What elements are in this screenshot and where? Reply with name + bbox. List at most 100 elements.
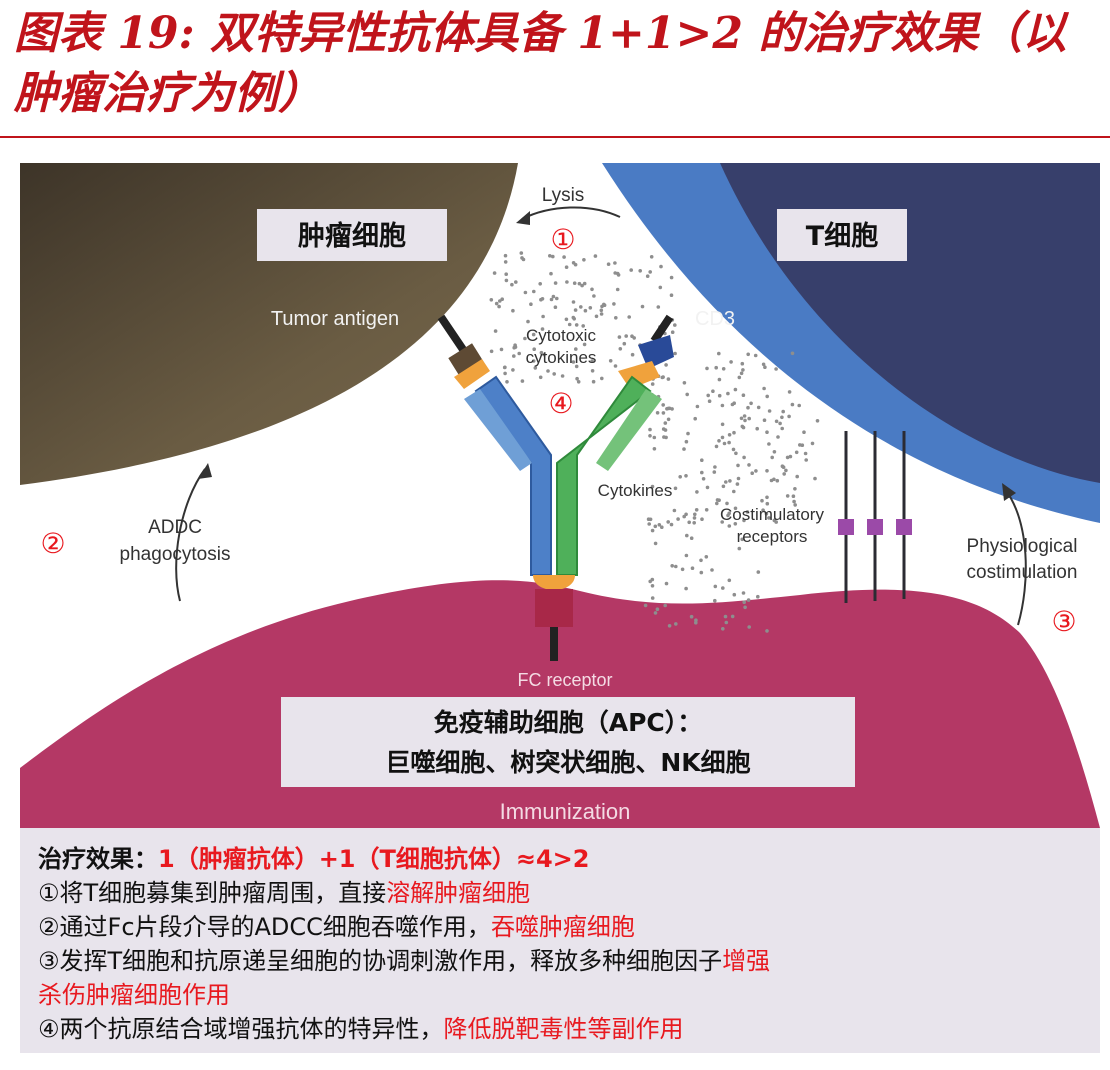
cytokine-dot bbox=[695, 404, 700, 409]
cytokine-dot bbox=[810, 441, 815, 446]
tumor-antigen-label: Tumor antigen bbox=[271, 308, 399, 330]
cytokine-dot bbox=[608, 359, 613, 363]
cytokine-dot bbox=[746, 352, 750, 357]
tumor-cell-label: 肿瘤细胞 bbox=[298, 220, 406, 252]
cytokine-dot bbox=[727, 524, 732, 528]
cytokine-dot bbox=[591, 379, 596, 384]
cytokine-dot bbox=[526, 319, 530, 324]
cytokine-dot bbox=[551, 254, 555, 259]
cytokine-dot bbox=[706, 393, 710, 398]
cytokine-dot bbox=[655, 411, 660, 415]
bispecific-antibody bbox=[437, 314, 674, 661]
cytokine-dot bbox=[700, 517, 704, 521]
cytokine-dot bbox=[774, 367, 778, 371]
cytokine-dot bbox=[761, 362, 766, 367]
cytokine-dot bbox=[511, 368, 515, 372]
cytokine-dot bbox=[514, 280, 518, 284]
cytokine-dot bbox=[664, 363, 668, 367]
cytokine-dot bbox=[790, 351, 795, 356]
cytokine-dot bbox=[785, 455, 790, 460]
cytokine-dot bbox=[793, 503, 797, 507]
cytokine-dot bbox=[574, 364, 579, 369]
cytokine-dot bbox=[548, 254, 552, 258]
cytokine-dot bbox=[572, 281, 577, 285]
cytokine-dot bbox=[756, 570, 761, 574]
cytokine-dot bbox=[772, 450, 777, 454]
cytokine-dot bbox=[648, 434, 652, 438]
cytokine-dot bbox=[726, 513, 730, 518]
cytokine-dot bbox=[673, 323, 677, 327]
cytokine-dot bbox=[684, 553, 689, 558]
cytokine-dot bbox=[646, 517, 651, 521]
t-cell-label-box bbox=[777, 209, 907, 261]
cytokine-dot bbox=[532, 347, 536, 351]
cytokine-dot bbox=[815, 419, 820, 423]
figure-title: 图表 19: 双特异性抗体具备 1+1>2 的治疗效果（以肿瘤治疗为例） bbox=[14, 8, 1067, 119]
cytokine-dot bbox=[542, 352, 546, 357]
cytokine-dot bbox=[571, 300, 576, 304]
cytokine-dot bbox=[540, 327, 545, 331]
apc-label-line1: 免疫辅助细胞（APC）： bbox=[434, 708, 703, 737]
cytokine-dot bbox=[721, 367, 726, 371]
cytokine-dot bbox=[594, 314, 599, 319]
cytokine-dot bbox=[503, 253, 508, 258]
cytokine-dot bbox=[523, 290, 528, 295]
cd3-label: CD3 bbox=[695, 308, 735, 330]
cytokine-dot bbox=[663, 603, 667, 608]
cytokine-dot bbox=[717, 393, 722, 398]
cytokine-dot bbox=[612, 302, 616, 306]
caption-formula: 1（肿瘤抗体）+1（T细胞抗体）≈4>2 bbox=[158, 845, 590, 873]
cytokine-dot bbox=[583, 308, 588, 313]
immunization-label: Immunization bbox=[500, 799, 631, 824]
cytokine-dot bbox=[714, 365, 718, 370]
cytokine-dot bbox=[650, 382, 655, 386]
cytokine-dot bbox=[565, 280, 569, 284]
cytokine-dot bbox=[733, 522, 738, 526]
cytokine-dot bbox=[638, 269, 642, 273]
cytokine-dot bbox=[540, 297, 545, 301]
cytokine-dot bbox=[650, 484, 655, 489]
cytokines-label: Cytokines bbox=[598, 481, 673, 500]
cytokine-dot bbox=[505, 380, 509, 384]
lysis-arrow bbox=[521, 206, 621, 220]
cytokine-dot bbox=[531, 359, 536, 363]
cytokine-dot bbox=[624, 334, 628, 338]
cytokine-dot bbox=[739, 371, 744, 376]
cytokine-dot bbox=[731, 447, 736, 452]
marker-1: ① bbox=[550, 224, 575, 255]
adcc-label-line1: ADDC bbox=[148, 517, 202, 538]
cytokine-dot bbox=[652, 447, 657, 451]
caption-text: ③发挥T细胞和抗原递呈细胞的协调刺激作用，释放多种细胞因子 bbox=[38, 947, 723, 975]
cytokine-dot bbox=[567, 322, 572, 327]
cytokine-dot bbox=[503, 260, 508, 264]
cytokine-dot bbox=[553, 305, 558, 309]
cytokine-dot bbox=[573, 308, 578, 312]
cytokine-dot bbox=[741, 368, 745, 372]
cytokine-dot bbox=[694, 508, 699, 512]
cytokine-dot bbox=[494, 301, 499, 306]
cytokine-dot bbox=[685, 533, 689, 538]
cytokine-dot bbox=[717, 377, 722, 382]
cytokine-dot bbox=[803, 451, 808, 456]
cytokine-dot bbox=[660, 525, 664, 529]
cytokine-dot bbox=[742, 600, 746, 604]
cytokine-dot bbox=[721, 484, 726, 489]
cytokine-dot bbox=[552, 372, 556, 376]
cytokine-dot bbox=[650, 584, 655, 588]
cytotoxic-label-line1: Cytotoxic bbox=[526, 326, 596, 345]
cytokine-dot bbox=[797, 403, 801, 408]
effects-caption: 治疗效果：1（肿瘤抗体）+1（T细胞抗体）≈4>2 ①将T细胞募集到肿瘤周围，直… bbox=[20, 828, 1100, 1053]
cytokine-dot bbox=[813, 476, 817, 481]
cytokine-dot bbox=[704, 555, 709, 559]
cytokine-dot bbox=[661, 403, 665, 407]
cytokine-dot bbox=[710, 568, 714, 572]
cytokine-dot bbox=[564, 265, 569, 269]
cytokine-dot bbox=[648, 270, 652, 274]
cytokine-dot bbox=[489, 298, 494, 302]
cytokine-dot bbox=[560, 374, 565, 378]
cytokine-dot bbox=[730, 402, 735, 407]
cytokine-dot bbox=[720, 520, 724, 524]
cytokine-dot bbox=[747, 463, 751, 467]
cytokine-dot bbox=[723, 614, 728, 619]
cytokine-dot bbox=[532, 289, 536, 294]
